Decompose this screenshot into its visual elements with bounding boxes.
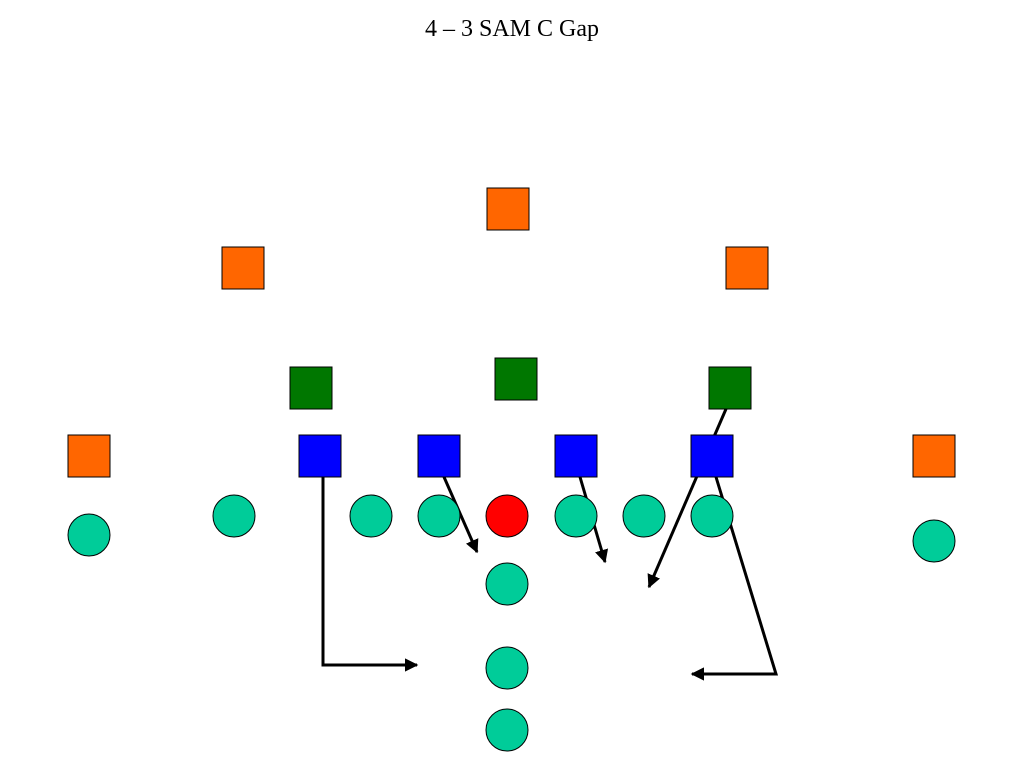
player-wr-right <box>912 519 956 563</box>
player-rt <box>622 494 666 538</box>
player-c <box>485 494 529 538</box>
player-lcb <box>221 246 265 290</box>
player-lg <box>417 494 461 538</box>
player-ldt <box>417 434 461 478</box>
player-rdt <box>554 434 598 478</box>
player-rcb <box>725 246 769 290</box>
players <box>67 187 956 752</box>
route-ldt-slant <box>442 476 479 554</box>
player-lt <box>349 494 393 538</box>
diagram-title: 4 – 3 SAM C Gap <box>424 16 599 42</box>
player-fs <box>486 187 530 231</box>
player-ldb <box>67 434 111 478</box>
player-lde <box>298 434 342 478</box>
player-fb <box>485 646 529 690</box>
route-rde-drop <box>690 476 779 681</box>
route-lde-drop <box>321 477 419 672</box>
player-qb <box>485 562 529 606</box>
player-sam <box>708 366 752 410</box>
player-tb <box>485 708 529 752</box>
player-rdb <box>912 434 956 478</box>
player-te-left <box>212 494 256 538</box>
player-rde <box>690 434 734 478</box>
player-mlb <box>494 357 538 401</box>
player-rg <box>554 494 598 538</box>
player-wr-left <box>67 513 111 557</box>
player-lolb <box>289 366 333 410</box>
player-te-right <box>690 494 734 538</box>
